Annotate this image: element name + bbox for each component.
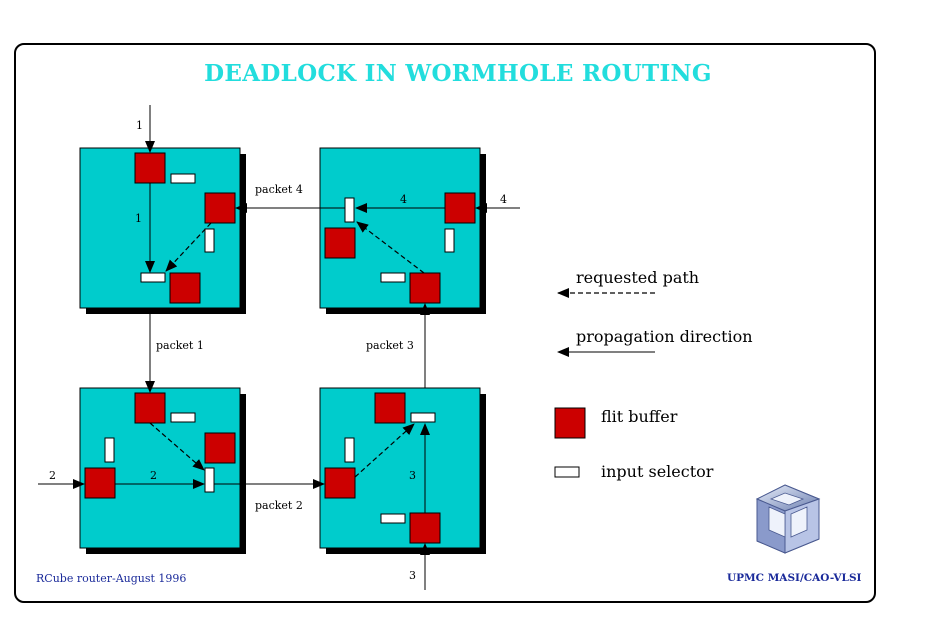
input-label-1: 1 <box>136 119 143 132</box>
flit-buffer <box>84 467 116 499</box>
flit-buffer <box>409 512 441 544</box>
input-selector <box>170 173 196 184</box>
flit-buffer <box>444 192 476 224</box>
packet3-label: packet 3 <box>366 339 414 352</box>
input-selector <box>140 272 166 283</box>
input-selector <box>410 412 436 423</box>
flit-buffer <box>409 272 441 304</box>
path-label-2: 2 <box>150 469 157 482</box>
footer-date: RCube router-August 1996 <box>36 572 187 585</box>
input-selector <box>444 228 455 253</box>
legend-propagation-direction-label: propagation direction <box>576 327 753 346</box>
flit-buffer <box>324 227 356 259</box>
legend-flit-buffer-label: flit buffer <box>601 407 678 426</box>
input-selector <box>344 437 355 463</box>
slide-frame <box>14 43 876 603</box>
legend-requested-path-label: requested path <box>576 268 700 287</box>
path-label-3: 3 <box>409 469 416 482</box>
input-label-4: 4 <box>500 193 507 206</box>
legend-input-selector-label: input selector <box>601 462 714 481</box>
requested-path-arrow <box>356 221 425 274</box>
flit-buffer <box>204 432 236 464</box>
input-selector <box>344 197 355 223</box>
input-selector <box>204 228 215 253</box>
path-label-1: 1 <box>135 212 142 225</box>
input-label-2: 2 <box>49 469 56 482</box>
rcube-logo-icon <box>755 484 821 554</box>
flit-buffer <box>134 152 166 184</box>
flit-buffer <box>169 272 201 304</box>
packet2-label: packet 2 <box>255 499 303 512</box>
input-selector <box>380 513 406 524</box>
input-selector <box>104 437 115 463</box>
requested-path-arrow <box>165 222 212 272</box>
footer-lab: UPMC MASI/CAO-VLSI <box>727 572 862 584</box>
slide-title: DEADLOCK IN WORMHOLE ROUTING <box>204 60 712 87</box>
legend-flit-buffer-swatch <box>554 407 586 439</box>
path-label-4: 4 <box>400 193 407 206</box>
requested-path-arrow <box>354 423 415 478</box>
input-selector <box>170 412 196 423</box>
requested-path-arrow <box>149 422 205 471</box>
legend-input-selector-swatch <box>554 466 580 478</box>
flit-buffer <box>324 467 356 499</box>
input-selector <box>380 272 406 283</box>
packet1-label: packet 1 <box>156 339 204 352</box>
flit-buffer <box>204 192 236 224</box>
packet4-label: packet 4 <box>255 183 303 196</box>
input-label-3: 3 <box>409 569 416 582</box>
input-selector <box>204 467 215 493</box>
flit-buffer <box>374 392 406 424</box>
flit-buffer <box>134 392 166 424</box>
